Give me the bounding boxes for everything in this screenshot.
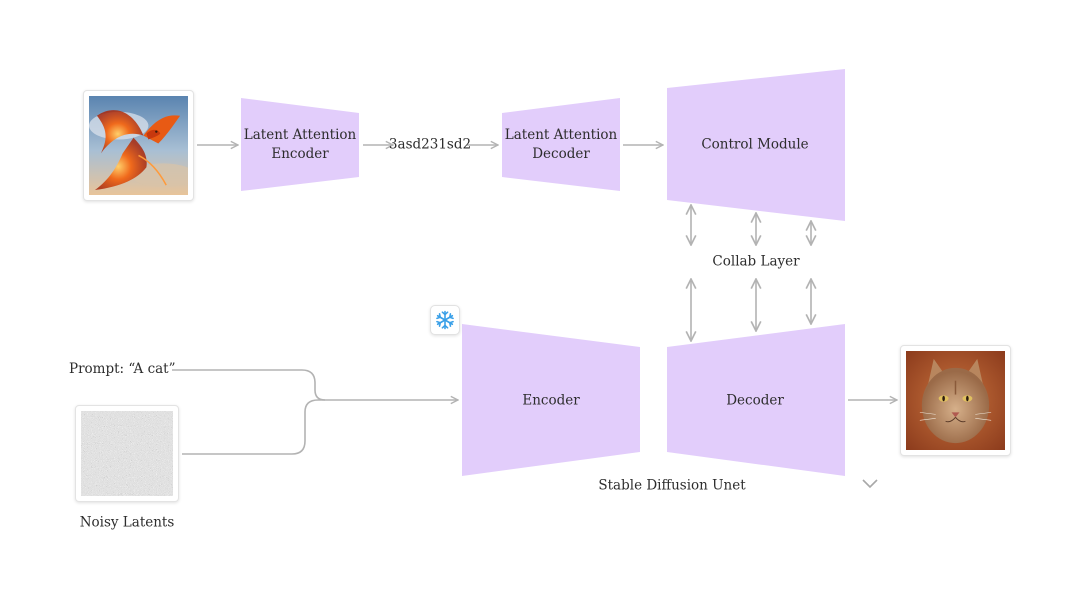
snowflake-icon	[435, 310, 455, 330]
latent-attention-decoder-label: Latent Attention Decoder	[504, 127, 618, 162]
noise-image-icon	[81, 411, 173, 496]
wire-noise	[182, 399, 319, 455]
wire-prompt	[172, 369, 326, 401]
unet-decoder-block	[667, 324, 845, 476]
reference-image-frame	[83, 90, 194, 201]
control-module-label: Control Module	[701, 136, 809, 153]
latent-code-label: 3asd231sd2	[388, 136, 472, 153]
cat-painting-image-icon	[906, 351, 1005, 450]
latent-attention-decoder-block	[502, 98, 620, 191]
noisy-latents-frame	[75, 405, 179, 502]
control-module-block	[667, 69, 845, 221]
latent-attention-encoder-block	[241, 98, 359, 191]
output-image-frame	[900, 345, 1011, 456]
unet-caption: Stable Diffusion Unet	[598, 477, 746, 494]
latent-attention-encoder-label: Latent Attention Encoder	[243, 127, 357, 162]
chevron-down-icon[interactable]	[862, 479, 878, 489]
phoenix-image-icon	[89, 96, 188, 195]
unet-encoder-block	[462, 324, 640, 476]
unet-decoder-label: Decoder	[726, 392, 784, 409]
unet-encoder-label: Encoder	[522, 392, 580, 409]
noisy-latents-caption: Noisy Latents	[79, 514, 175, 531]
collab-layer-label: Collab Layer	[712, 253, 800, 270]
frozen-badge	[430, 305, 460, 335]
prompt-label: Prompt: “A cat”	[69, 361, 176, 377]
